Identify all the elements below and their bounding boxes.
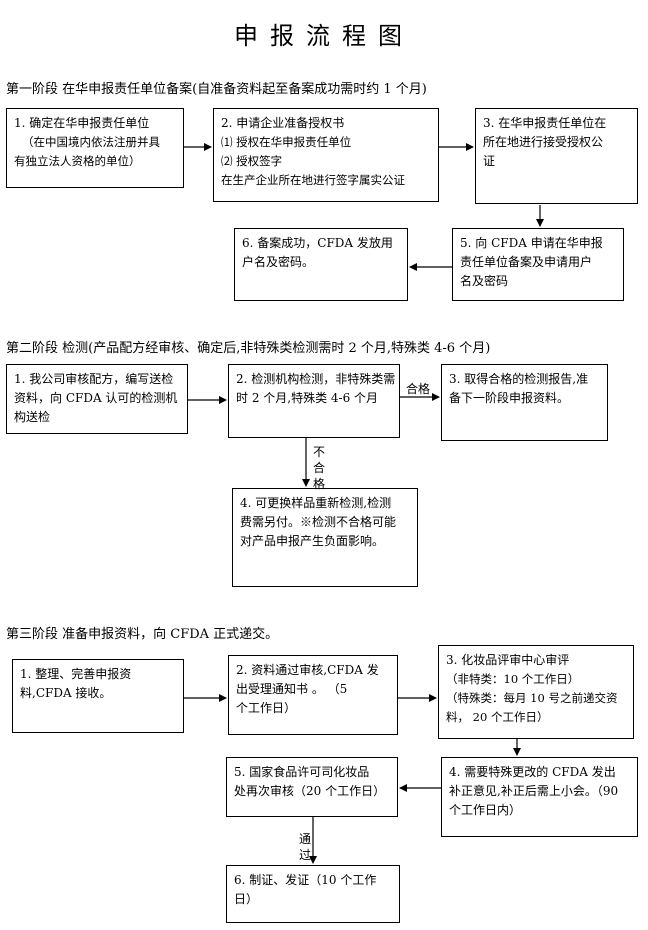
stage1-step3-line: 3. 在华申报责任单位在 — [483, 116, 607, 130]
stage3-step3-line: 料， 20 个工作日） — [446, 710, 549, 724]
fail-label-char: 不 — [312, 445, 325, 459]
stage1-step2-line: 2. 申请企业准备授权书 — [221, 116, 345, 130]
fail-label-char: 格 — [312, 477, 325, 491]
stage3-step3-line: （非特类：10 个工作日） — [446, 672, 580, 686]
stage1-step6-line: 6. 备案成功，CFDA 发放用 — [242, 236, 393, 250]
pass-label-char: 过 — [298, 848, 311, 862]
stage1-step1-line: 有独立法人资格的单位） — [14, 154, 141, 168]
stage1-step5-line: 责任单位备案及申请用户 — [460, 255, 593, 269]
stage2-step3-box: 3. 取得合格的检测报告,准 备下一阶段申报资料。 — [441, 364, 608, 441]
fail-label: 不 合 格 — [312, 444, 326, 492]
stage3-step2-box: 2. 资料通过审核,CFDA 发 出受理通知书 。 （5 个工作日） — [228, 655, 398, 735]
stage3-step4-line: 4. 需要特殊更改的 CFDA 发出 — [449, 765, 616, 779]
pass-label-char: 通 — [298, 832, 311, 846]
stage3-step1-box: 1. 整理、完善申报资 料,CFDA 接收。 — [12, 659, 184, 733]
stage2-step1-line: 资料，向 CFDA 认可的检测机 — [14, 391, 178, 405]
stage1-step3-line: 证 — [483, 154, 496, 168]
stage3-step1-line: 1. 整理、完善申报资 — [20, 667, 132, 681]
stage1-step5-line: 名及密码 — [460, 274, 509, 288]
stage2-step4-line: 对产品申报产生负面影响。 — [240, 534, 385, 548]
stage2-step2-line: 2. 检测机构检测，非特殊类需 — [236, 372, 396, 386]
stage1-step2-line: ⑵ 授权签字 — [221, 154, 283, 168]
pass-label-stage3: 通 过 — [298, 831, 312, 863]
stage1-step2-line: ⑴ 授权在华申报责任单位 — [221, 135, 352, 149]
stage3-heading: 第三阶段 准备申报资料，向 CFDA 正式递交。 — [6, 627, 279, 642]
stage2-step3-line: 3. 取得合格的检测报告,准 — [449, 372, 589, 386]
stage3-step2-line: 个工作日） — [236, 701, 297, 715]
stage1-step3-line: 所在地进行接受授权公 — [483, 135, 604, 149]
stage3-step5-line: 处再次审核（20 个工作日） — [234, 784, 386, 798]
stage1-heading: 第一阶段 在华申报责任单位备案(自准备资料起至备案成功需时约 1 个月) — [6, 82, 427, 97]
stage3-step6-box: 6. 制证、发证（10 个工作 日） — [226, 865, 400, 923]
stage1-step2-line: 在生产企业所在地进行签字属实公证 — [221, 173, 405, 187]
stage1-step2-box: 2. 申请企业准备授权书 ⑴ 授权在华申报责任单位 ⑵ 授权签字 在生产企业所在… — [213, 108, 439, 202]
stage1-step5-line: 5. 向 CFDA 申请在华申报 — [460, 236, 603, 250]
stage2-step2-box: 2. 检测机构检测，非特殊类需 时 2 个月,特殊类 4-6 个月 — [228, 364, 400, 438]
pass-label: 合格 — [406, 382, 431, 396]
stage1-step3-box: 3. 在华申报责任单位在 所在地进行接受授权公 证 — [475, 108, 638, 204]
stage1-step1-line: （在中国境内依法注册并具 — [22, 135, 160, 149]
stage2-step3-line: 备下一阶段申报资料。 — [449, 391, 570, 405]
stage1-step5-box: 5. 向 CFDA 申请在华申报 责任单位备案及申请用户 名及密码 — [452, 228, 624, 301]
stage2-step4-line: 4. 可更换样品重新检测,检测 — [240, 496, 392, 510]
stage1-step6-box: 6. 备案成功，CFDA 发放用 户名及密码。 — [234, 228, 408, 301]
stage3-step6-line: 6. 制证、发证（10 个工作 — [234, 873, 377, 887]
stage3-step3-line: （特殊类：每月 10 号之前递交资 — [446, 691, 618, 705]
stage3-step6-line: 日） — [234, 892, 259, 906]
stage2-heading: 第二阶段 检测(产品配方经审核、确定后,非特殊类检测需时 2 个月,特殊类 4-… — [6, 341, 491, 356]
stage2-step4-box: 4. 可更换样品重新检测,检测 费需另付。※检测不合格可能 对产品申报产生负面影… — [232, 488, 418, 587]
stage1-step1-box: 1. 确定在华申报责任单位 （在中国境内依法注册并具 有独立法人资格的单位） — [6, 108, 184, 188]
stage3-step5-line: 5. 国家食品许可司化妆品 — [234, 765, 370, 779]
stage1-step6-line: 户名及密码。 — [242, 255, 315, 269]
stage2-step1-line: 1. 我公司审核配方，编写送检 — [14, 372, 174, 386]
stage3-step2-line: 出受理通知书 。 （5 — [236, 682, 348, 696]
stage3-step5-box: 5. 国家食品许可司化妆品 处再次审核（20 个工作日） — [226, 757, 398, 817]
stage3-step4-line: 补正意见,补正后需上小会。（90 — [449, 784, 619, 798]
stage3-step2-line: 2. 资料通过审核,CFDA 发 — [236, 663, 379, 677]
stage3-step4-box: 4. 需要特殊更改的 CFDA 发出 补正意见,补正后需上小会。（90 个工作日… — [441, 757, 638, 837]
stage3-step3-line: 3. 化妆品评审中心审评 — [446, 653, 570, 667]
stage2-step1-line: 构送检 — [14, 410, 51, 424]
stage1-step1-line: 1. 确定在华申报责任单位 — [14, 116, 150, 130]
stage3-step3-box: 3. 化妆品评审中心审评 （非特类：10 个工作日） （特殊类：每月 10 号之… — [438, 645, 634, 739]
fail-label-char: 合 — [312, 461, 325, 475]
stage3-step1-line: 料,CFDA 接收。 — [20, 686, 112, 700]
stage2-step1-box: 1. 我公司审核配方，编写送检 资料，向 CFDA 认可的检测机 构送检 — [6, 364, 188, 434]
stage2-step2-line: 时 2 个月,特殊类 4-6 个月 — [236, 391, 379, 405]
stage3-step4-line: 个工作日内） — [449, 803, 522, 817]
stage2-step4-line: 费需另付。※检测不合格可能 — [240, 515, 397, 529]
page-title: 申报流程图 — [234, 22, 414, 50]
